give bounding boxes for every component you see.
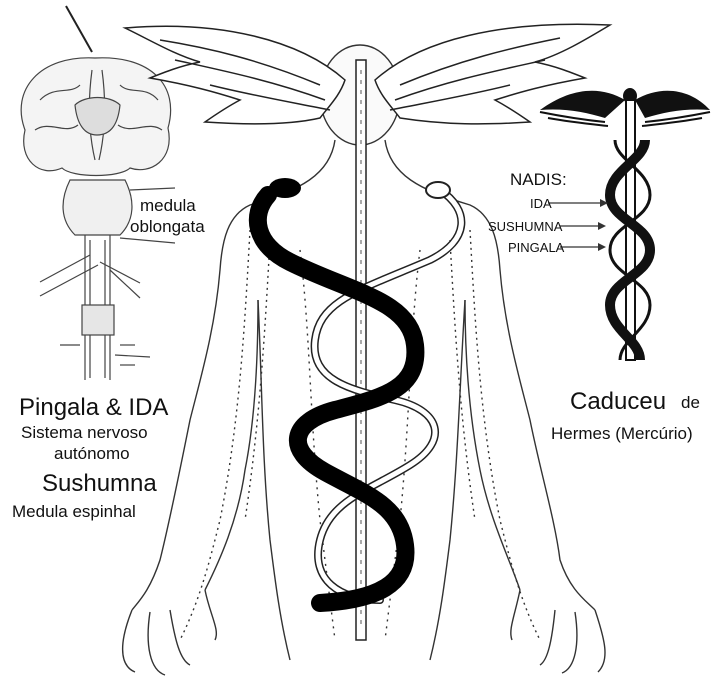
label-medula-espinhal: Medula espinhal — [12, 502, 136, 522]
pointer-line — [66, 6, 92, 52]
label-ida: IDA — [530, 196, 552, 211]
label-caduceu: Caduceu — [570, 388, 666, 416]
label-oblongata: oblongata — [130, 217, 205, 237]
label-autonomo: autónomo — [54, 444, 130, 464]
spine-rod — [356, 60, 366, 640]
caduceus-icon — [540, 88, 710, 360]
label-pingala-small: PINGALA — [508, 240, 564, 255]
label-nadis: NADIS: — [510, 170, 567, 190]
label-hermes: Hermes (Mercúrio) — [551, 424, 693, 444]
label-medula: medula — [140, 196, 196, 216]
label-pingala-ida: Pingala & IDA — [19, 394, 168, 422]
label-sushumna-small: SUSHUMNA — [488, 219, 562, 234]
label-sistema-nervoso: Sistema nervoso — [21, 423, 148, 443]
label-sushumna: Sushumna — [42, 470, 157, 498]
label-de: de — [681, 393, 700, 413]
